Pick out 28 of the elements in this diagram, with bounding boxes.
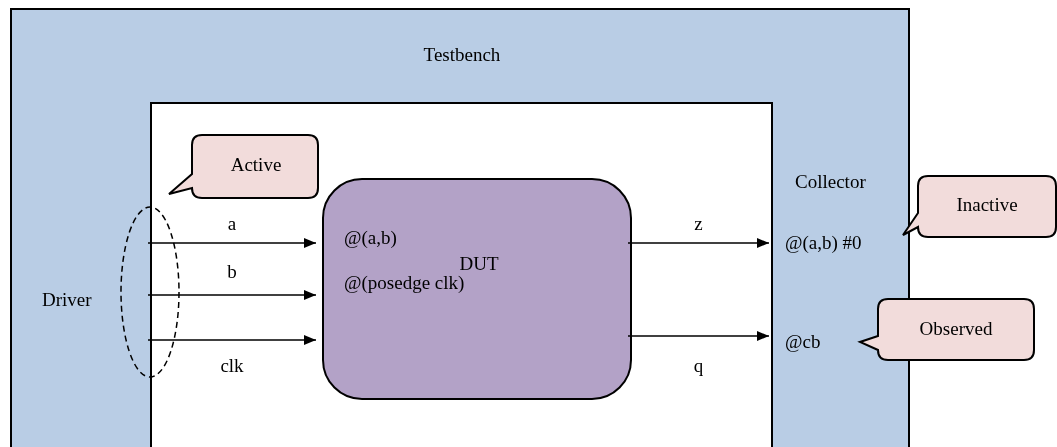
block-title: DUT: [459, 254, 499, 273]
testbench-panel: [10, 8, 910, 447]
callout-bubble: [900, 175, 1057, 238]
edge-label: q: [693, 356, 704, 375]
event-expression: @(a,b): [344, 228, 397, 247]
event-expression: @cb: [785, 332, 821, 351]
signal-arrow: [147, 290, 317, 300]
edge-label: clk: [220, 356, 244, 375]
callout-bubble: [167, 134, 319, 199]
block-label: Collector: [795, 172, 866, 191]
event-expression: @(a,b) #0: [785, 233, 862, 252]
signal-arrow: [147, 238, 317, 248]
edge-label: z: [694, 214, 703, 233]
signal-arrow: [147, 335, 317, 345]
signal-arrow: [627, 331, 770, 341]
block-label: Inactive: [956, 195, 1018, 214]
block-label: Driver: [42, 290, 92, 309]
inner-panel: [150, 102, 773, 447]
event-expression: @(posedge clk): [344, 273, 465, 292]
block-label: Active: [230, 155, 282, 174]
callout-bubble: [858, 298, 1035, 361]
edge-label: a: [227, 214, 237, 233]
driver-ellipse: [42, 206, 180, 378]
block-label: Observed: [919, 319, 993, 338]
dut-block: [322, 178, 632, 400]
edge-label: b: [227, 262, 237, 281]
block-label: Testbench: [423, 45, 501, 64]
signal-arrow: [627, 238, 770, 248]
